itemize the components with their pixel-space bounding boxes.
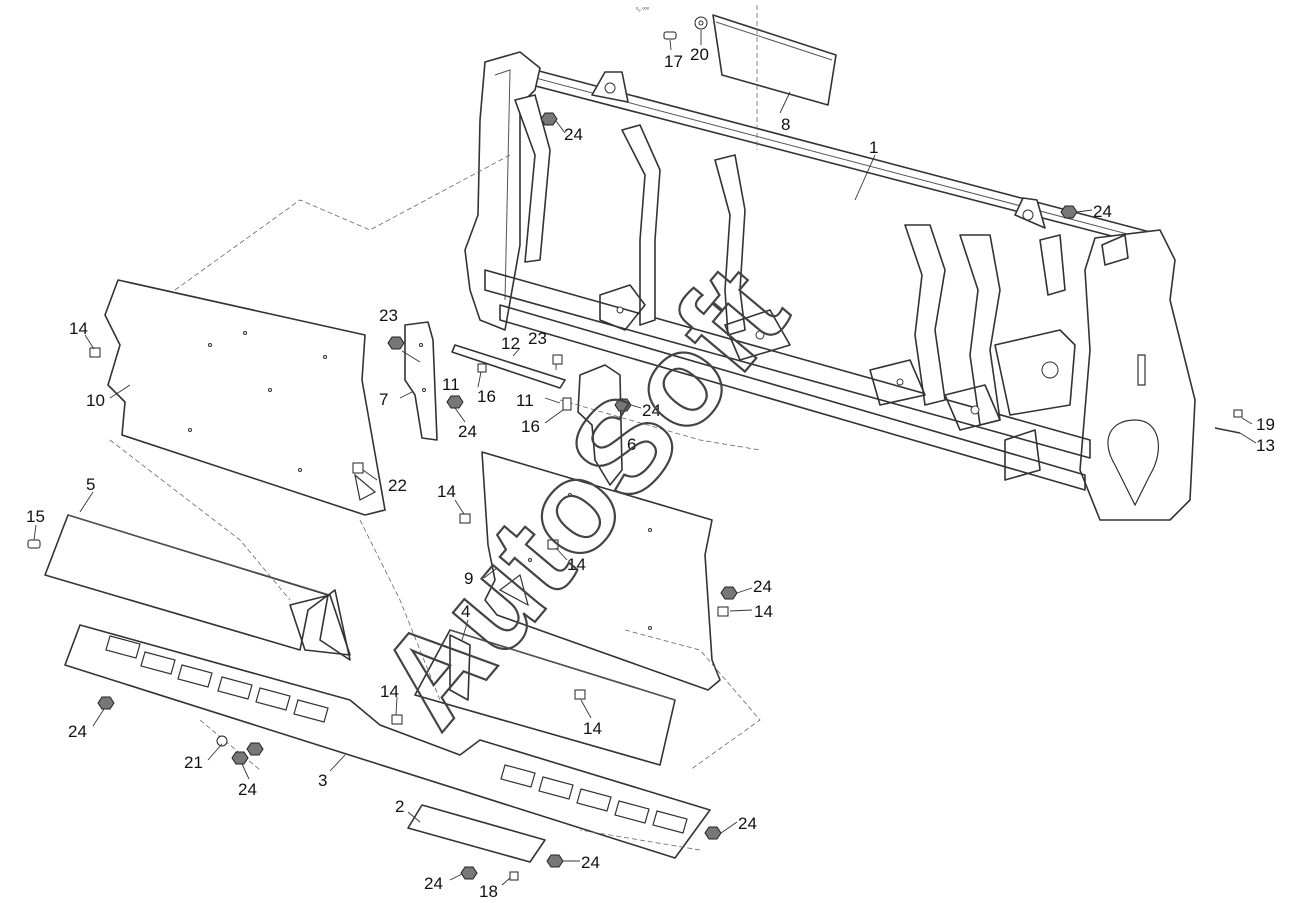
callout-8: 8 xyxy=(781,115,790,134)
bolt-22 xyxy=(352,462,364,474)
callout-24: 24 xyxy=(424,874,443,893)
callout-7: 7 xyxy=(379,390,388,409)
callout-11: 11 xyxy=(516,391,534,410)
nut-24 xyxy=(446,395,464,409)
nut-24 xyxy=(246,742,264,756)
bolt-14 xyxy=(459,513,471,524)
callout-24: 24 xyxy=(564,125,583,144)
nut-24 xyxy=(1060,205,1078,219)
bolt-14 xyxy=(391,714,403,725)
nut-24 xyxy=(460,866,478,880)
bolt-16 xyxy=(562,397,572,411)
leader-lines xyxy=(109,154,761,851)
bottom-plate-part-3 xyxy=(64,624,711,859)
cover-plate-part-8 xyxy=(712,5,837,150)
callout-12: 12 xyxy=(501,334,520,353)
callout-9: 9 xyxy=(464,569,473,588)
callout-24: 24 xyxy=(68,722,87,741)
bolt-14 xyxy=(547,539,559,550)
deflector-part-5 xyxy=(44,514,351,661)
callout-5: 5 xyxy=(86,475,95,494)
nut-24 xyxy=(720,586,738,600)
pin-part-13 xyxy=(1214,427,1241,434)
callout-1: 1 xyxy=(869,138,878,157)
nut-23 xyxy=(387,336,405,350)
callout-24: 24 xyxy=(738,814,757,833)
callout-17: 17 xyxy=(664,52,683,71)
washer-21 xyxy=(216,735,228,747)
callout-13: 13 xyxy=(1256,436,1275,455)
callout-2: 2 xyxy=(395,797,404,816)
callout-24: 24 xyxy=(642,401,661,420)
side-panel-part-9 xyxy=(481,451,721,691)
bolt-14 xyxy=(89,347,101,358)
callout-10: 10 xyxy=(86,391,105,410)
strip-part-12 xyxy=(451,344,566,389)
callout-23: 23 xyxy=(379,306,398,325)
callout-3: 3 xyxy=(318,771,327,790)
callout-14: 14 xyxy=(69,319,88,338)
callout-24: 24 xyxy=(1093,202,1112,221)
bolt-15 xyxy=(27,539,41,549)
callout-24: 24 xyxy=(581,853,600,872)
washer-20 xyxy=(694,16,708,30)
callout-lines xyxy=(33,30,1257,886)
nut-24 xyxy=(231,751,249,765)
nut-24 xyxy=(704,826,722,840)
bolt-18 xyxy=(509,871,519,881)
callout-18: 18 xyxy=(479,882,498,901)
callout-24: 24 xyxy=(458,422,477,441)
callout-6: 6 xyxy=(627,435,636,454)
callout-14: 14 xyxy=(380,682,399,701)
callout-19: 19 xyxy=(1256,415,1275,434)
callout-24: 24 xyxy=(238,780,257,799)
callout-22: 22 xyxy=(388,476,407,495)
bolt-17 xyxy=(663,31,677,40)
callout-16: 16 xyxy=(521,417,540,436)
callout-14: 14 xyxy=(754,602,773,621)
callout-16: 16 xyxy=(477,387,496,406)
callout-14: 14 xyxy=(437,482,456,501)
callout-23: 23 xyxy=(528,329,547,348)
callout-21: 21 xyxy=(184,753,203,772)
nut-24 xyxy=(540,112,558,126)
side-panel-part-10 xyxy=(104,279,386,516)
callout-4: 4 xyxy=(461,602,470,621)
deflector-part-4 xyxy=(414,629,676,766)
bottom-plate-windows xyxy=(105,635,688,834)
bolt-19 xyxy=(1233,409,1243,418)
bolt-14 xyxy=(574,689,586,700)
callout-15: 15 xyxy=(26,507,45,526)
header-mark: ᵒₒ ᵒᵒᵒ xyxy=(636,7,650,13)
callout-14: 14 xyxy=(567,555,586,574)
bracket-part-7 xyxy=(404,321,438,441)
nut-24 xyxy=(97,696,115,710)
cover-plate-part-2 xyxy=(407,804,546,863)
callout-20: 20 xyxy=(690,45,709,64)
callout-24: 24 xyxy=(753,577,772,596)
main-frame-part-1 xyxy=(464,51,1196,521)
callout-14: 14 xyxy=(583,719,602,738)
nut-24 xyxy=(546,854,564,868)
bracket-part-6 xyxy=(577,364,623,486)
bolt-14 xyxy=(717,606,729,617)
bolt-16 xyxy=(477,363,487,373)
nut-24 xyxy=(614,398,632,412)
callout-11: 11 xyxy=(442,375,460,394)
callout-labels: 1 2 3 4 5 6 7 8 9 10 11 11 12 13 14 14 1… xyxy=(26,45,1275,901)
fasteners xyxy=(27,112,1078,881)
